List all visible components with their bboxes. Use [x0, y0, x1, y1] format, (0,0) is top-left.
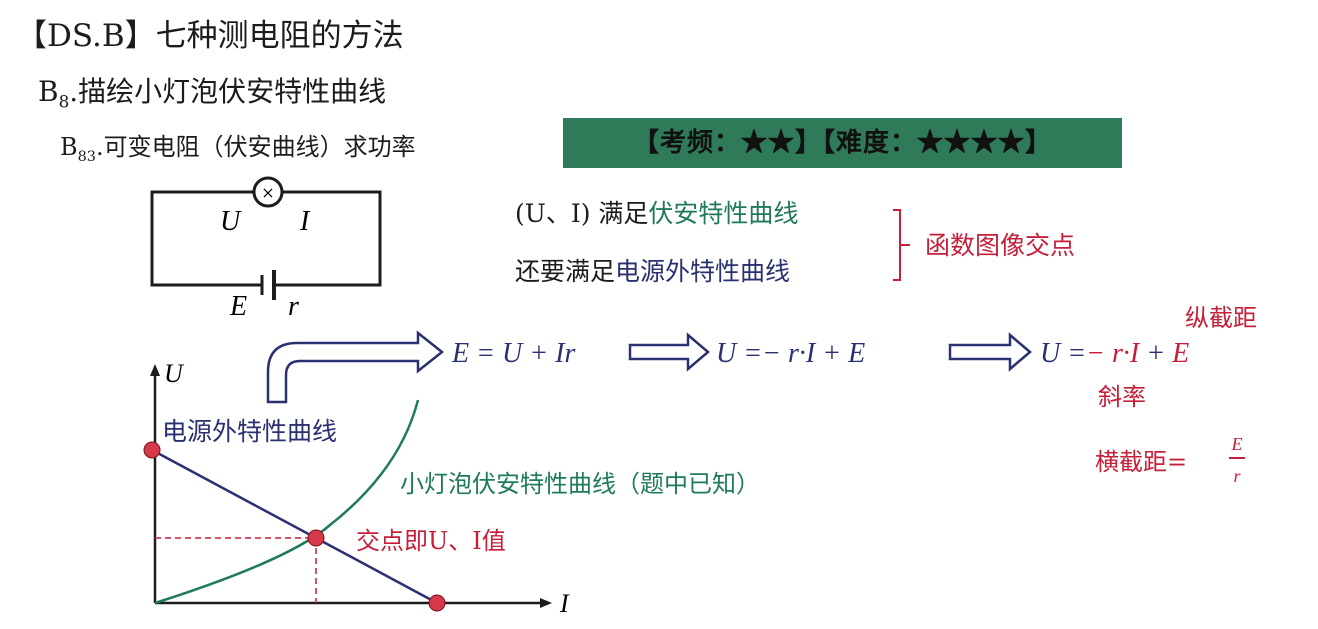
rating-badge: 【考频：★★】【难度：★★★★】: [563, 118, 1122, 168]
circuit-diagram: [150, 176, 382, 300]
circuit-E: E: [229, 291, 247, 322]
graph-x-label: I: [559, 589, 570, 618]
fraction-numerator: E: [1231, 434, 1243, 454]
fraction-denominator: r: [1233, 466, 1241, 486]
formula-3-lhs: U =: [1040, 338, 1086, 369]
y-intercept-label: 纵截距: [1185, 304, 1257, 332]
circuit-I: I: [299, 206, 311, 237]
condition-1-prefix: (U、I) 满足: [515, 199, 649, 228]
section-prefix: B: [38, 75, 59, 108]
page-title: 【DS.B】七种测电阻的方法: [16, 18, 404, 54]
y-intercept-point: [143, 441, 161, 459]
section-text: .描绘小灯泡伏安特性曲线: [69, 75, 387, 108]
bulb-icon: [252, 176, 284, 208]
section-sub: 8: [58, 91, 70, 112]
circuit-wire: [150, 190, 382, 287]
formula-3-intercept: E: [1171, 338, 1189, 369]
arrow-right-icon: [948, 332, 1032, 372]
formula-3-plus: +: [1139, 338, 1172, 369]
x-intercept-point: [428, 594, 446, 612]
bulb-symbol: ×: [261, 183, 274, 202]
arrow-right-icon: [628, 332, 710, 372]
formula-3: U =− r·I + E: [1040, 338, 1189, 369]
section-title: B8.描绘小灯泡伏安特性曲线: [38, 70, 386, 112]
bulb-curve: [154, 399, 420, 605]
y-axis-arrow-icon: [150, 364, 160, 376]
bulb-curve-label: 小灯泡伏安特性曲线（题中已知）: [400, 470, 760, 498]
condition-line-1: (U、I) 满足伏安特性曲线: [515, 194, 798, 230]
x-intercept-label: 横截距=: [1095, 448, 1187, 476]
intersection-point: [307, 529, 325, 547]
condition-2-highlight: 电源外特性曲线: [615, 257, 791, 286]
graph-y-label: U: [164, 359, 185, 388]
slope-label: 斜率: [1098, 383, 1146, 411]
condition-2-prefix: 还要满足: [515, 257, 616, 286]
formula-1: E = U + Ir: [451, 338, 575, 369]
source-curve: [151, 448, 438, 605]
formula-3-slope: − r·I: [1086, 338, 1141, 369]
conclusion-label: 函数图像交点: [925, 231, 1076, 260]
graph: [143, 364, 552, 612]
subsection-prefix: B: [60, 133, 78, 161]
brace: [893, 209, 910, 281]
subsection-title: B83.可变电阻（伏安曲线）求功率: [60, 127, 416, 165]
circuit-U: U: [220, 206, 242, 237]
condition-line-2: 还要满足电源外特性曲线: [515, 252, 790, 288]
circuit-r: r: [288, 291, 299, 322]
subsection-sub: 83: [77, 148, 96, 165]
bent-arrow-icon: [266, 330, 445, 404]
source-curve-label: 电源外特性曲线: [162, 417, 337, 446]
x-axis-arrow-icon: [540, 598, 552, 608]
intersection-label: 交点即U、I值: [356, 527, 506, 555]
subsection-text: .可变电阻（伏安曲线）求功率: [95, 133, 416, 161]
condition-1-highlight: 伏安特性曲线: [648, 199, 799, 228]
formula-2: U =− r·I + E: [716, 338, 865, 369]
